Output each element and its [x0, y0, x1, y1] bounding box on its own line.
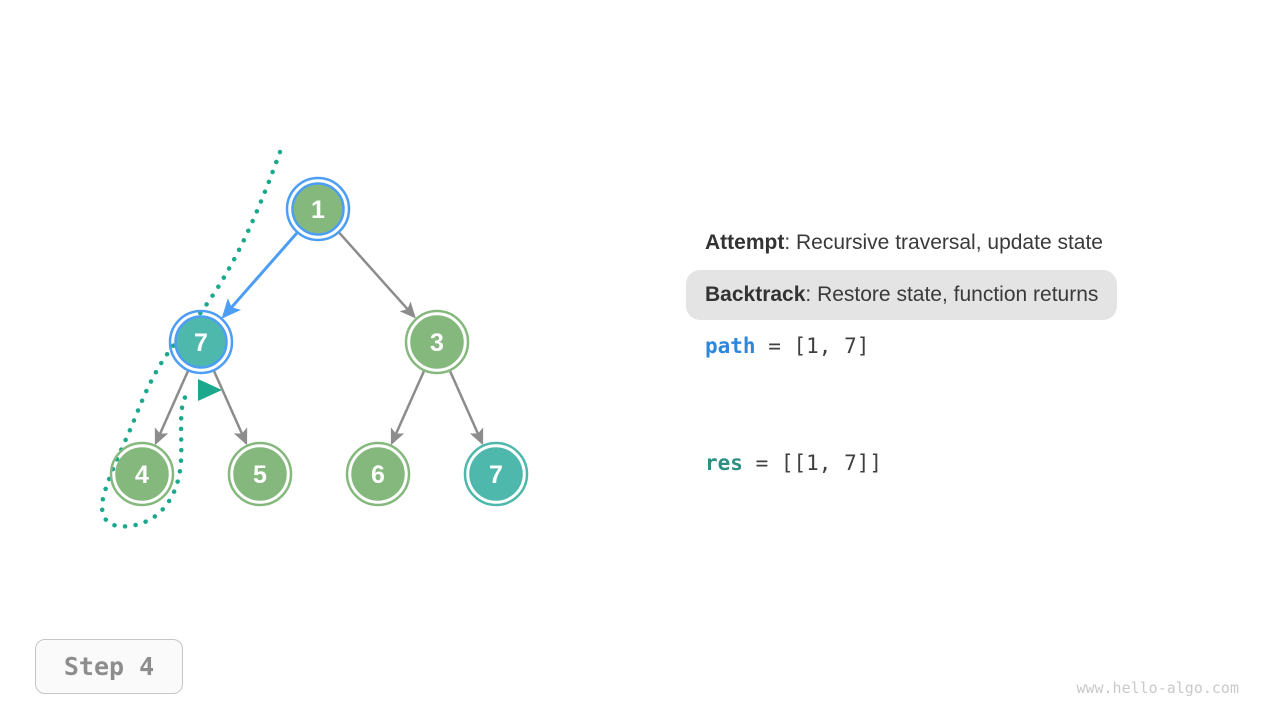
svg-text:7: 7	[194, 329, 208, 357]
watermark: www.hello-algo.com	[1076, 679, 1239, 697]
edge-7-to-5	[212, 370, 248, 446]
tree-node-7-right: 7	[463, 441, 529, 507]
edge-1-to-3	[338, 231, 416, 319]
svg-text:7: 7	[489, 461, 503, 489]
tree-node-4: 4	[109, 441, 175, 507]
svg-text:1: 1	[311, 196, 325, 224]
edge-1-to-7-highlighted	[221, 232, 299, 319]
edge-3-to-6	[390, 370, 426, 446]
svg-text:5: 5	[253, 461, 267, 489]
res-variable-value: = [[1, 7]]	[742, 451, 883, 475]
res-variable-name: res	[705, 451, 743, 475]
attempt-note: Attempt: Recursive traversal, update sta…	[705, 230, 1103, 256]
tree-node-3: 3	[404, 309, 470, 375]
svg-text:6: 6	[371, 461, 385, 489]
step-indicator: Step 4	[35, 639, 183, 694]
backtrack-note-chip: Backtrack: Restore state, function retur…	[686, 270, 1118, 320]
backtrack-label: Backtrack	[705, 283, 806, 306]
edge-7-to-4	[154, 370, 190, 446]
res-state-line: res = [[1, 7]]	[705, 450, 882, 476]
attempt-label: Attempt	[705, 231, 785, 254]
tree-node-6: 6	[345, 441, 411, 507]
attempt-text: : Recursive traversal, update state	[784, 231, 1103, 254]
backtrack-trail-dotted-path	[99, 149, 283, 529]
svg-text:3: 3	[430, 329, 444, 357]
tree-node-5: 5	[227, 441, 293, 507]
path-variable-value: = [1, 7]	[755, 334, 870, 358]
path-state-line: path = [1, 7]	[705, 333, 869, 359]
svg-text:4: 4	[135, 461, 149, 489]
path-variable-name: path	[705, 334, 756, 358]
tree-node-1-root: 1	[285, 176, 351, 242]
edge-3-to-7	[448, 370, 484, 446]
backtrack-trail-arrowhead-icon	[198, 379, 222, 401]
backtrack-text: : Restore state, function returns	[805, 283, 1099, 306]
step-indicator-label: Step 4	[63, 652, 155, 681]
tree-node-7-left: 7	[168, 309, 234, 375]
